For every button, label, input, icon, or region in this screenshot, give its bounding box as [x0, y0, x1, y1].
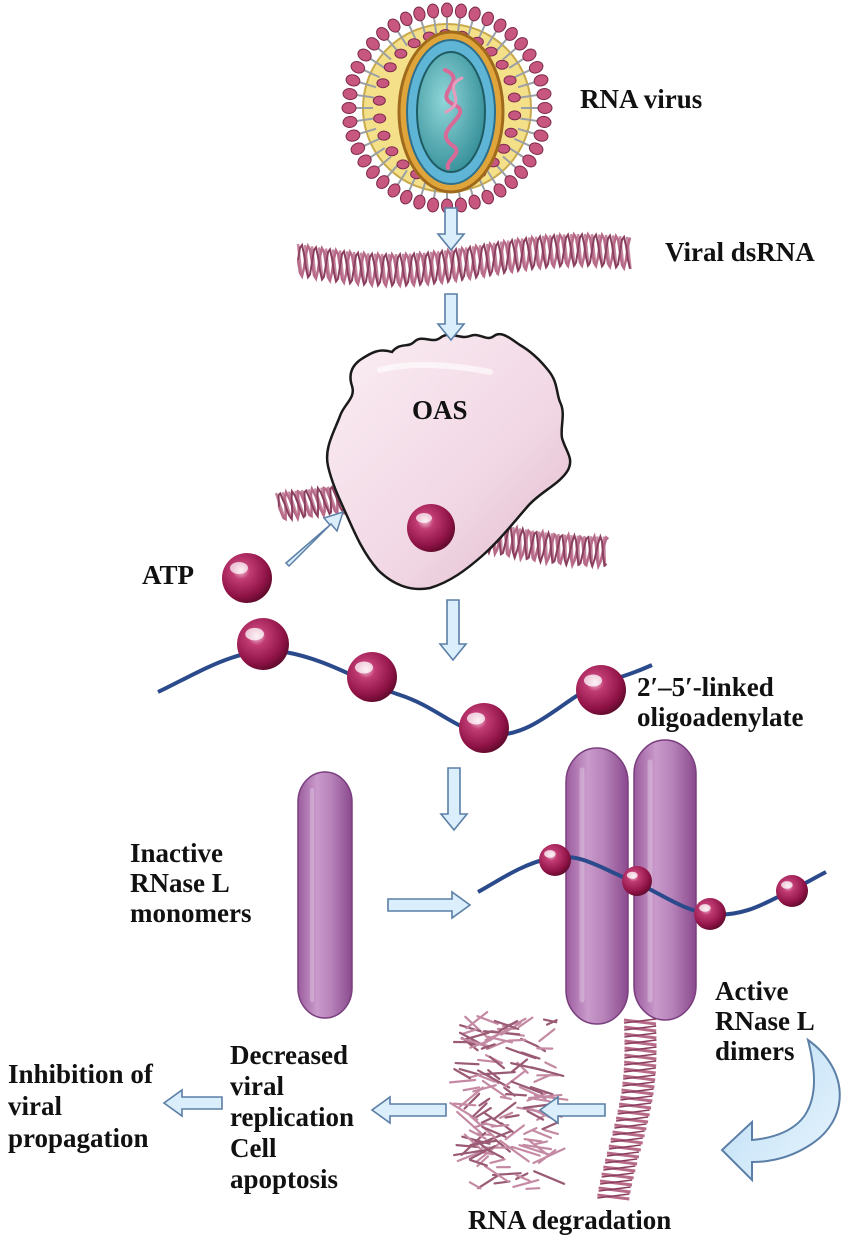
atp-in-oas-icon: [407, 504, 455, 552]
decreased-replication-label: Decreased viral replication Cell apoptos…: [230, 1040, 354, 1195]
arrow-oligoadenylate-to-dimer: [441, 768, 467, 830]
oas-label: OAS: [412, 395, 468, 425]
active-rnase-l-label: Active RNase L dimers: [715, 976, 815, 1066]
active-label-line2: RNase L: [715, 1006, 815, 1036]
inhibition-label-line2: viral: [8, 1090, 153, 1122]
rna-virus-label: RNA virus: [580, 84, 702, 114]
atp-to-oas-arrow: [286, 512, 343, 566]
decreased-label-line4: Cell: [230, 1133, 354, 1164]
oas-enzyme-icon: [276, 334, 609, 589]
inhibition-label: Inhibition of viral propagation: [8, 1058, 153, 1154]
decreased-label-line5: apoptosis: [230, 1164, 354, 1195]
decreased-label-line1: Decreased: [230, 1040, 354, 1071]
degraded-rna-fragments-icon: [450, 1012, 567, 1189]
arrow-virus-to-dsrna: [438, 208, 464, 250]
active-label-line1: Active: [715, 976, 815, 1006]
atp-molecule-icon: [222, 553, 272, 603]
oligoadenylate-label-line2: oligoadenylate: [637, 702, 804, 732]
arrow-degradation-to-decreased-replication: [372, 1097, 446, 1123]
rna-degradation-label: RNA degradation: [468, 1205, 671, 1235]
oligoadenylate-icon: [158, 618, 652, 753]
arrow-monomer-to-dimer: [388, 892, 470, 918]
arrow-to-inhibition: [164, 1090, 222, 1116]
viral-dsrna-label: Viral dsRNA: [665, 237, 815, 267]
atp-label: ATP: [142, 560, 194, 590]
oligoadenylate-label-line1: 2′–5′-linked: [637, 672, 804, 702]
inactive-label-line1: Inactive: [130, 838, 251, 868]
target-rna-icon: [597, 1019, 656, 1199]
rna-virus-icon: [342, 3, 552, 213]
decreased-label-line3: replication: [230, 1102, 354, 1133]
inactive-label-line2: RNase L: [130, 868, 251, 898]
decreased-label-line2: viral: [230, 1071, 354, 1102]
inactive-rnase-l-label: Inactive RNase L monomers: [130, 838, 251, 928]
arrow-dsrna-to-oas: [438, 294, 464, 340]
oligoadenylate-label: 2′–5′-linked oligoadenylate: [637, 672, 804, 732]
inhibition-label-line3: propagation: [8, 1122, 153, 1154]
arrow-oas-to-oligoadenylate: [440, 600, 466, 660]
active-label-line3: dimers: [715, 1036, 815, 1066]
inactive-rnase-l-monomer-icon: [298, 772, 352, 1018]
inactive-label-line3: monomers: [130, 898, 251, 928]
viral-dsrna-icon: [298, 234, 631, 286]
inhibition-label-line1: Inhibition of: [8, 1058, 153, 1090]
